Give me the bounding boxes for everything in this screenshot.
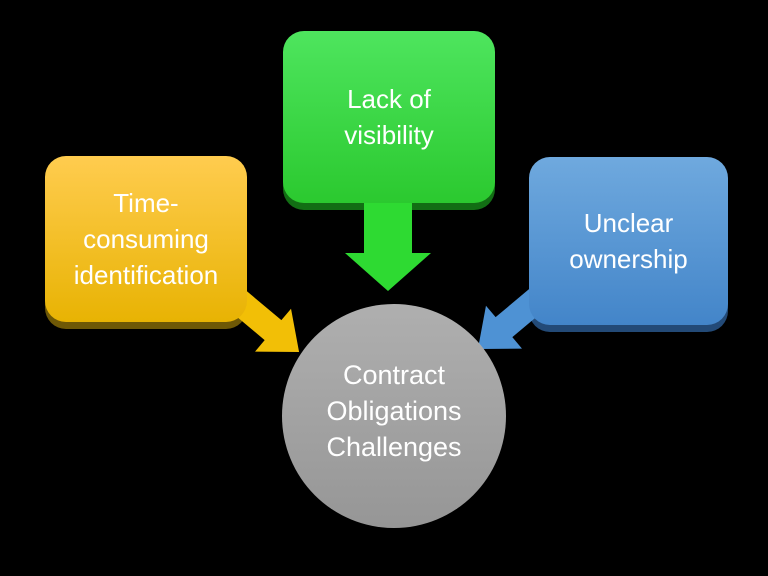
node-label-line: identification [73, 260, 219, 290]
node-unclear-ownership: Unclear ownership [529, 157, 728, 325]
node-label-line: Time- [113, 188, 179, 218]
center-node-contract-obligations-challenges: Contract Obligations Challenges [282, 304, 506, 528]
down-arrow [345, 200, 431, 291]
center-node-label-line: Challenges [326, 432, 462, 462]
node-label-line: Unclear [583, 208, 674, 238]
node-time-consuming-identification: Time- consuming identification [45, 156, 247, 322]
node-label-line: Lack of [347, 84, 431, 114]
node-label-line: visibility [344, 120, 434, 150]
center-node-label-line: Contract [342, 360, 446, 390]
node-label-line: consuming [83, 224, 209, 254]
node-label-line: ownership [569, 244, 688, 274]
center-node-label-line: Obligations [326, 396, 462, 426]
node-lack-of-visibility: Lack of visibility [283, 31, 495, 203]
